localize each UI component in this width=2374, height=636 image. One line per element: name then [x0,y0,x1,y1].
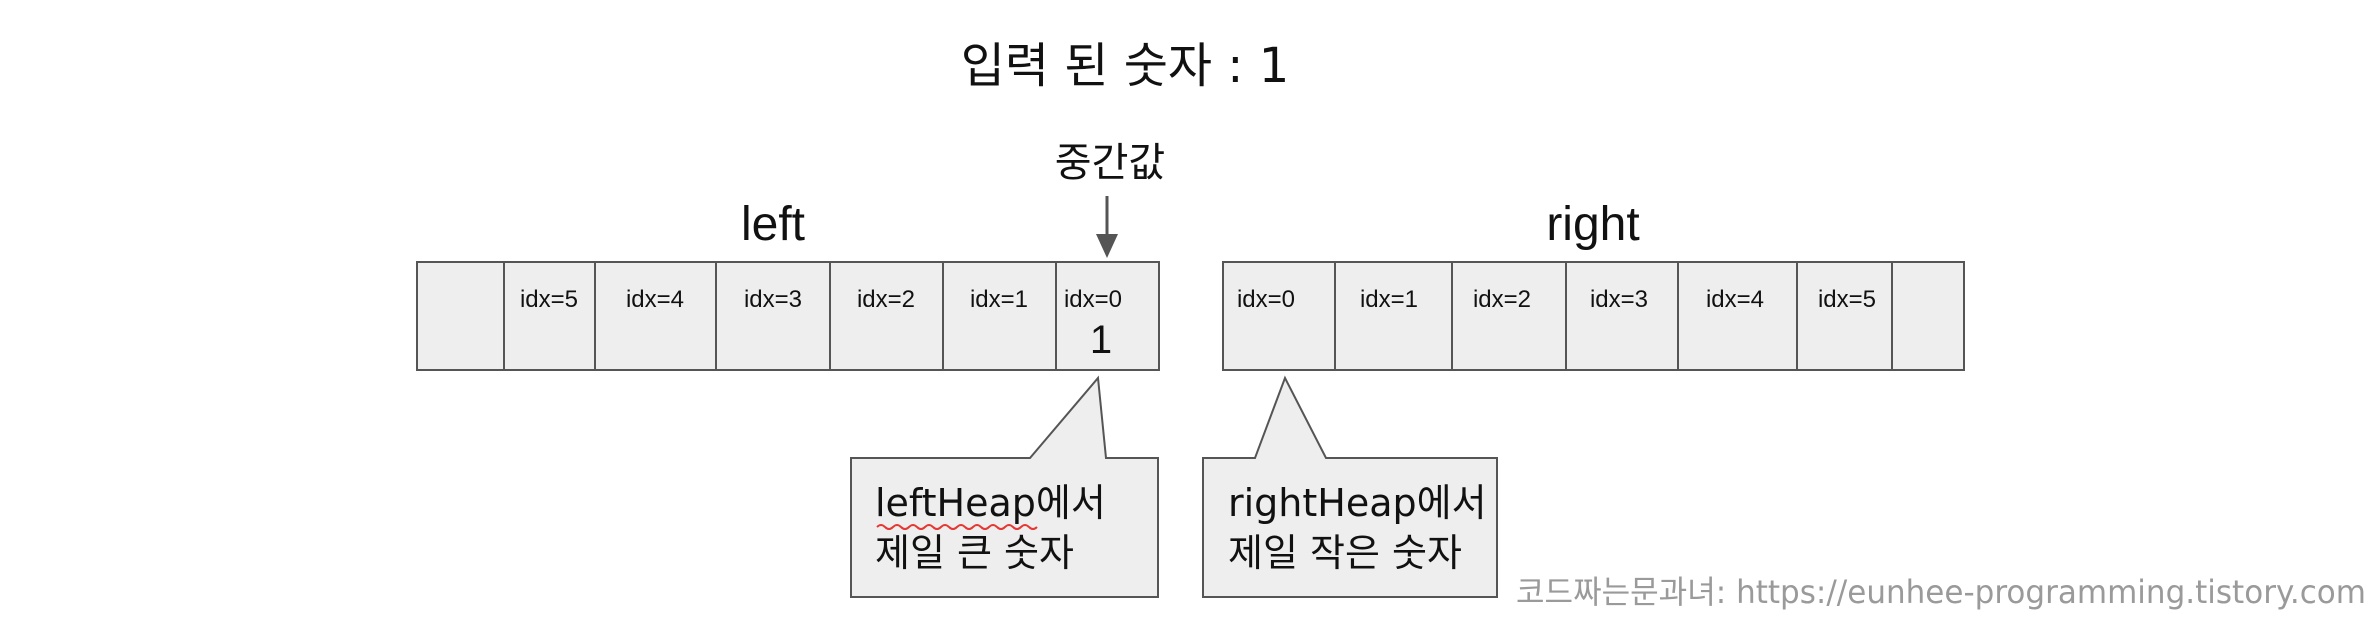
watermark: 코드짜는문과녀: https://eunhee-programming.tist… [1516,573,2366,611]
left-callout-line2: 제일 큰 숫자 [875,531,1074,575]
median-label: 중간값 [1055,140,1165,186]
cell-index-label: idx=4 [626,286,684,313]
array-cell: idx=1 [942,261,1057,371]
cell-index-label: idx=2 [857,286,915,313]
right-array-heading: right [1546,198,1639,251]
right-callout-line1: rightHeap에서 [1228,481,1487,525]
right-array: idx=0 idx=1 idx=2 idx=3 idx=4 idx=5 [1222,261,1965,371]
right-callout-line2: 제일 작은 숫자 [1228,531,1462,575]
cell-index-label: idx=1 [1360,286,1418,313]
array-cell: idx=2 [1451,261,1567,371]
cell-value: 1 [1090,318,1112,362]
array-cell: idx=4 [594,261,717,371]
cell-index-label: idx=5 [1818,286,1876,313]
array-cell-median: idx=0 1 [1055,261,1160,371]
cell-index-label: idx=0 [1064,286,1122,313]
left-array: idx=5 idx=4 idx=3 idx=2 idx=1 idx=0 1 [416,261,1160,371]
array-cell [416,261,505,371]
cell-index-label: idx=5 [520,286,578,313]
array-cell: idx=1 [1334,261,1453,371]
array-cell: idx=5 [503,261,596,371]
cell-index-label: idx=1 [970,286,1028,313]
array-cell [1891,261,1965,371]
right-callout: rightHeap에서 제일 작은 숫자 [1202,375,1498,598]
array-cell: idx=5 [1796,261,1893,371]
array-cell: idx=3 [715,261,831,371]
cell-index-label: idx=2 [1473,286,1531,313]
left-array-heading: left [741,198,805,251]
cell-index-label: idx=4 [1706,286,1764,313]
left-callout-line1: leftHeap에서 [875,481,1106,525]
diagram-title: 입력 된 숫자 : 1 [961,38,1290,94]
cell-index-label: idx=3 [1590,286,1648,313]
array-cell: idx=0 [1222,261,1336,371]
cell-index-label: idx=0 [1237,286,1295,313]
median-arrow-icon [1096,196,1118,258]
cell-index-label: idx=3 [744,286,802,313]
array-cell: idx=2 [829,261,944,371]
array-cell: idx=3 [1565,261,1679,371]
left-callout: leftHeap에서 제일 큰 숫자 [850,375,1159,598]
spellcheck-underline [876,524,1038,530]
array-cell: idx=4 [1677,261,1798,371]
